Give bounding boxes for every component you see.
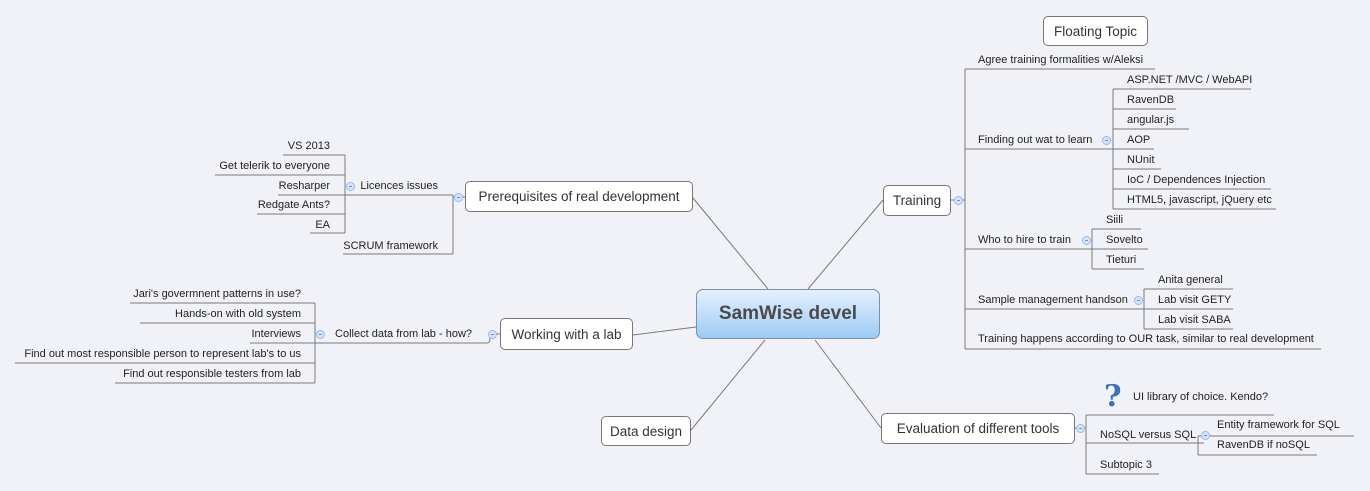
subtopic-item[interactable]: angular.js [1127, 114, 1175, 126]
collapse-icon[interactable] [346, 182, 355, 191]
subtopic-item[interactable]: RavenDB if noSQL [1217, 439, 1310, 451]
subtopic-item[interactable]: Anita general [1158, 274, 1223, 286]
topic-prerequisites[interactable]: Prerequisites of real development [465, 181, 693, 212]
subtopic-item[interactable]: Interviews [251, 328, 301, 340]
subtopic-item[interactable]: ASP.NET /MVC / WebAPI [1127, 74, 1253, 86]
subtopic-agree[interactable]: Agree training formalities w/Aleksi [978, 54, 1144, 66]
subtopic-item[interactable]: Resharper [278, 180, 330, 192]
subtopic-item[interactable]: Siili [1106, 214, 1124, 226]
subtopic-item[interactable]: RavenDB [1127, 94, 1175, 106]
collapse-icon[interactable] [488, 330, 497, 339]
subtopic-learn[interactable]: Finding out wat to learn [978, 134, 1093, 146]
subtopic-item[interactable]: Hands-on with old system [175, 308, 301, 320]
subtopic-item[interactable]: AOP [1127, 134, 1151, 146]
topic-evaluation[interactable]: Evaluation of different tools [881, 413, 1075, 444]
central-topic[interactable]: SamWise devel [696, 289, 880, 339]
subtopic-hire[interactable]: Who to hire to train [978, 234, 1071, 246]
subtopic-item[interactable]: Tieturi [1106, 254, 1137, 266]
subtopic-item[interactable]: IoC / Dependences Injection [1127, 174, 1266, 186]
collapse-icon[interactable] [316, 330, 325, 339]
collapse-icon[interactable] [1134, 296, 1143, 305]
subtopic-item[interactable]: Entity framework for SQL [1217, 419, 1340, 431]
collapse-icon[interactable] [1082, 236, 1091, 245]
subtopic-happens[interactable]: Training happens according to OUR task, … [978, 333, 1314, 345]
subtopic-nosql[interactable]: NoSQL versus SQL [1100, 429, 1197, 441]
subtopic-scrum[interactable]: SCRUM framework [343, 240, 438, 252]
subtopic-item[interactable]: Lab visit GETY [1158, 294, 1232, 306]
subtopic-item[interactable]: Sovelto [1106, 234, 1143, 246]
subtopic-item[interactable]: Redgate Ants? [257, 199, 330, 211]
topic-working-with-lab[interactable]: Working with a lab [500, 318, 633, 350]
subtopic-item[interactable]: Jari's govermnent patterns in use? [133, 288, 301, 300]
subtopic-ui-library[interactable]: UI library of choice. Kendo? [1133, 391, 1269, 403]
subtopic-item[interactable]: VS 2013 [287, 140, 330, 152]
topic-training[interactable]: Training [883, 185, 951, 216]
subtopic-item[interactable]: Get telerik to everyone [219, 160, 330, 172]
subtopic-item[interactable]: NUnit [1127, 154, 1155, 166]
subtopic-licences[interactable]: Licences issues [360, 180, 438, 192]
collapse-icon[interactable] [454, 193, 463, 202]
collapse-icon[interactable] [1201, 431, 1210, 440]
collapse-icon[interactable] [1076, 424, 1085, 433]
subtopic-item[interactable]: HTML5, javascript, jQuery etc [1127, 194, 1272, 206]
subtopic-item[interactable]: EA [315, 219, 330, 231]
collapse-icon[interactable] [954, 196, 963, 205]
subtopic-item[interactable]: Find out most responsible person to repr… [24, 348, 301, 360]
subtopic-item[interactable]: Lab visit SABA [1158, 314, 1231, 326]
subtopic-collect-data[interactable]: Collect data from lab - how? [335, 328, 472, 340]
subtopic-item[interactable]: Find out responsible testers from lab [123, 368, 301, 380]
subtopic-sample[interactable]: Sample management handson [978, 294, 1128, 306]
subtopic-3[interactable]: Subtopic 3 [1100, 459, 1152, 471]
question-mark-icon: ? [1104, 379, 1122, 414]
floating-topic[interactable]: Floating Topic [1043, 16, 1148, 46]
topic-data-design[interactable]: Data design [601, 416, 691, 446]
collapse-icon[interactable] [1102, 136, 1111, 145]
